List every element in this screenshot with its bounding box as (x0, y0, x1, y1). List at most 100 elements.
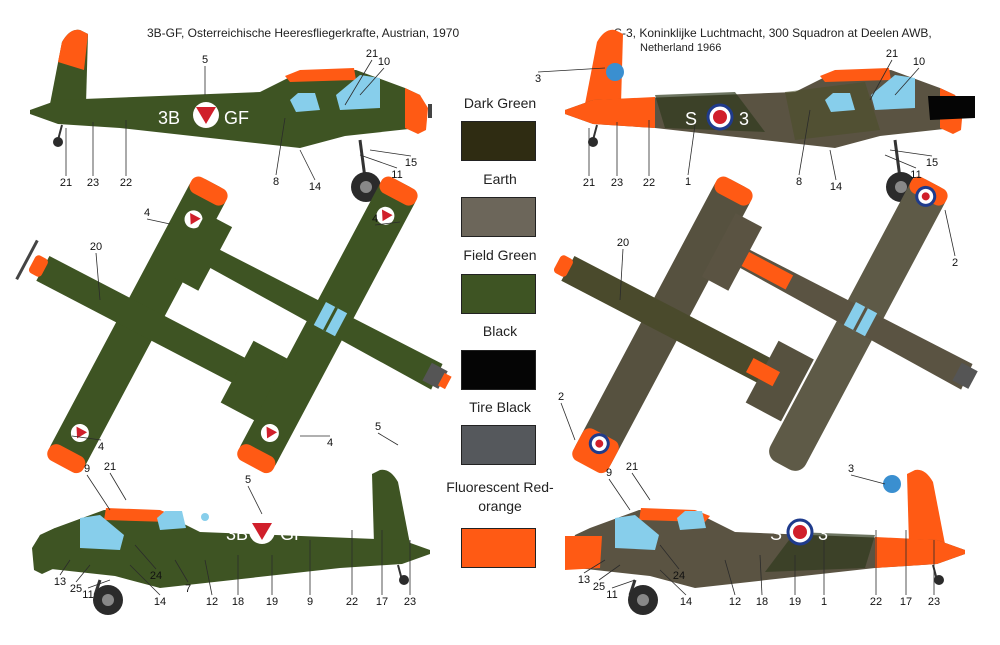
callout-number: 1 (821, 596, 827, 608)
callout-number: 14 (154, 596, 166, 608)
wing-tip-orange (285, 68, 356, 82)
nl-code-left-bottom: S (770, 524, 782, 544)
callout-number: 21 (60, 177, 72, 189)
callout-leader-line (687, 124, 696, 176)
callout-leader-line (611, 579, 636, 589)
callout-number: 19 (789, 596, 801, 608)
callout-leader-line (377, 432, 399, 446)
callout-number: 10 (913, 56, 925, 68)
callout-number: 11 (391, 169, 402, 181)
callout-number: 15 (405, 157, 417, 169)
left-title: 3B-GF, Osterreichische Heeresfliegerkraf… (147, 26, 460, 40)
nl-code-right: 3 (739, 109, 749, 129)
callout-leader-line (299, 149, 316, 181)
callout-number: 5 (202, 54, 208, 66)
callout-number: 21 (366, 48, 378, 60)
swatch-label: Field Green (463, 247, 537, 263)
nl-code-left: S (685, 109, 697, 129)
austria-code-left-bottom: 3B (226, 524, 248, 544)
callout-number: 23 (404, 596, 416, 608)
callout-leader-line (850, 474, 886, 485)
callout-number: 17 (376, 596, 388, 608)
callout-leader-line (134, 544, 157, 570)
callout-number: 2 (558, 391, 564, 403)
squadron-badge (606, 63, 624, 81)
callout-leader-line (608, 478, 631, 511)
swatch-label: Earth (483, 171, 517, 187)
callout-number: 24 (673, 570, 685, 582)
callout-number: 11 (910, 169, 921, 181)
callout-leader-line (944, 209, 956, 257)
dutch-upperside-plan (701, 176, 978, 471)
dutch-side-profile-bottom (565, 469, 965, 615)
callout-leader-line (724, 559, 736, 596)
callout-leader-line (798, 109, 811, 176)
callout-number: 5 (375, 421, 381, 433)
callout-number: 25 (70, 583, 82, 595)
callout-leader-line (129, 564, 161, 596)
side-window (290, 93, 320, 112)
callout-number: 13 (54, 576, 66, 588)
color-swatch (461, 425, 536, 465)
callout-number: 4 (98, 441, 104, 453)
swatch-label: Fluorescent Red-orange (446, 479, 554, 514)
swatch-label: Black (482, 323, 518, 339)
callout-leader-line (583, 559, 606, 574)
callout-leader-line (659, 544, 680, 570)
callout-number: 15 (926, 157, 938, 169)
callout-number: 9 (307, 596, 313, 608)
dutch-side-profile-top: S 3 (565, 29, 975, 202)
callout-number: 1 (685, 176, 691, 188)
callout-number: 10 (378, 56, 390, 68)
callout-number: 9 (84, 463, 90, 475)
callout-leader-line (374, 221, 401, 226)
austria-code-right-bottom: GF (280, 524, 305, 544)
austrian-bottom-markings: 3B GF (157, 511, 305, 544)
callout-number: 23 (611, 177, 623, 189)
callout-number: 21 (626, 461, 638, 473)
callout-leader-line (759, 554, 763, 596)
right-title-line-2: Netherland 1966 (640, 42, 722, 54)
callout-number: 22 (120, 177, 132, 189)
dutch-bottom-markings: S 3 (677, 475, 901, 546)
callout-leader-line (75, 564, 91, 583)
callout-leader-line (204, 559, 213, 596)
callout-number: 14 (680, 596, 692, 608)
callout-number: 8 (796, 176, 802, 188)
callout-leader-line (174, 559, 189, 583)
callout-number: 13 (578, 574, 590, 586)
callout-leader-line (560, 402, 576, 441)
callout-number: 12 (206, 596, 218, 608)
callout-leader-line (537, 67, 606, 73)
austrian-side-profile-bottom (32, 469, 430, 615)
callout-number: 20 (617, 237, 629, 249)
callout-leader-line (247, 485, 263, 515)
callout-number: 21 (104, 461, 116, 473)
callout-leader-line (598, 564, 621, 581)
swatch-label: Dark Green (463, 95, 537, 111)
callout-leader-line (619, 248, 624, 301)
austria-code-left: 3B (158, 108, 180, 128)
nose-cowl-orange (405, 88, 428, 134)
callout-leader-line (369, 149, 412, 157)
callout-leader-line (884, 154, 917, 169)
austria-code-right: GF (224, 108, 249, 128)
nl-code-right-bottom: 3 (818, 524, 828, 544)
callout-number: 4 (372, 213, 378, 225)
callout-number: 5 (245, 474, 251, 486)
callout-leader-line (359, 67, 385, 96)
callout-leader-line (869, 59, 893, 101)
callout-leader-line (275, 117, 286, 176)
austrian-upperside-plan (171, 176, 452, 474)
callout-leader-line (344, 59, 373, 106)
color-swatch (461, 350, 536, 390)
color-swatch (461, 197, 536, 237)
callout-number: 14 (309, 181, 321, 193)
callout-number: 9 (606, 467, 612, 479)
callout-number: 3 (848, 463, 854, 475)
callout-number: 14 (830, 181, 842, 193)
callout-number: 4 (144, 207, 150, 219)
callout-number: 3 (535, 73, 541, 85)
callout-number: 19 (266, 596, 278, 608)
